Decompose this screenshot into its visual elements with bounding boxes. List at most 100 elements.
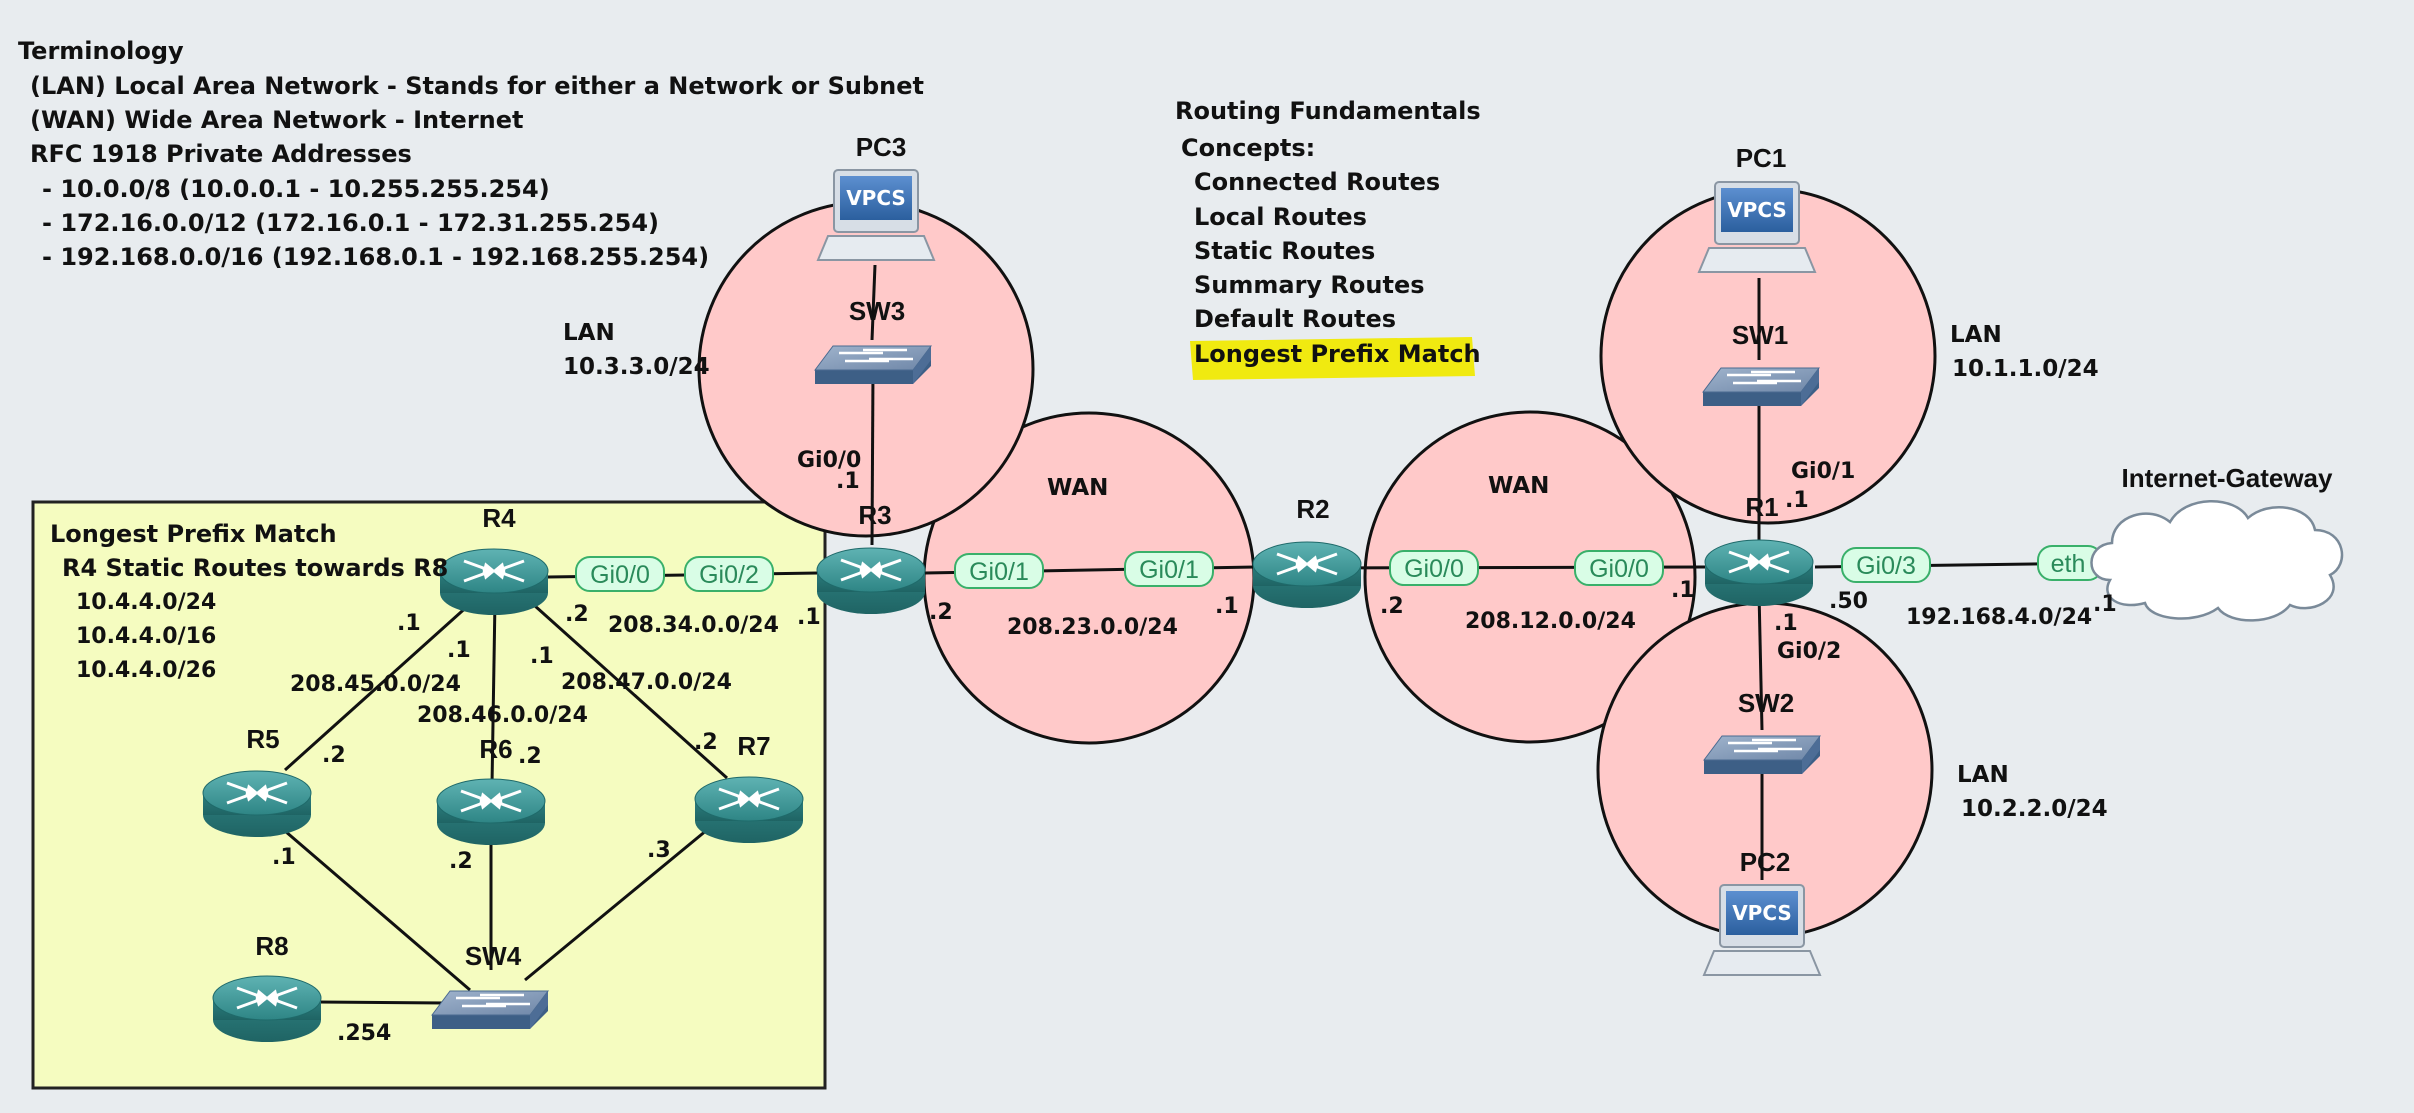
- svg-text:VPCS: VPCS: [1727, 198, 1787, 222]
- iface-r1-gi03: Gi0/3: [1841, 547, 1931, 583]
- svg-text:VPCS: VPCS: [1732, 901, 1792, 925]
- label-pc1: PC1: [1736, 143, 1787, 173]
- routing-concept: Default Routes: [1194, 305, 1396, 333]
- net-208-47: 208.47.0.0/24: [561, 670, 732, 695]
- svg-text:Gi0/0: Gi0/0: [590, 561, 650, 589]
- link-r1-sw2: [1757, 591, 1764, 731]
- host-r3-gi01: .2: [929, 600, 953, 625]
- label-r7: R7: [737, 731, 770, 761]
- iface-r1-gi01-text: Gi0/1: [1791, 459, 1855, 484]
- terminology-line: - 172.16.0.0/12 (172.16.0.1 - 172.31.255…: [42, 209, 659, 237]
- pc3-vpcs-icon[interactable]: VPCS: [816, 169, 936, 261]
- net-208-45: 208.45.0.0/24: [290, 672, 461, 697]
- lan1-subnet: 10.1.1.0/24: [1952, 356, 2099, 382]
- routing-concepts-label: Concepts:: [1181, 134, 1315, 162]
- net-208-12: 208.12.0.0/24: [1465, 609, 1636, 634]
- label-r4: R4: [482, 503, 516, 533]
- link-r4-r7: [523, 595, 729, 780]
- net-208-46: 208.46.0.0/24: [417, 703, 588, 728]
- host-r1-bottom: .1: [1774, 611, 1798, 636]
- router-r7-icon[interactable]: [693, 775, 805, 845]
- label-sw4: SW4: [465, 941, 522, 971]
- pc2-vpcs-icon[interactable]: VPCS: [1702, 884, 1822, 976]
- routing-concept: Static Routes: [1194, 237, 1375, 265]
- terminology-line: - 10.0.0/8 (10.0.0.1 - 10.255.255.254): [42, 175, 550, 203]
- label-sw2: SW2: [1738, 688, 1794, 718]
- router-r8-icon[interactable]: [211, 974, 323, 1044]
- terminology-line: - 192.168.0.0/16 (192.168.0.1 - 192.168.…: [42, 243, 709, 271]
- link-r4-r5: [283, 593, 482, 772]
- switch-sw1-icon[interactable]: [1701, 366, 1821, 408]
- svg-text:Gi0/1: Gi0/1: [969, 558, 1029, 586]
- host-r6-sw4: .2: [449, 849, 473, 874]
- host-r7-sw4: .3: [647, 838, 671, 863]
- lpm-title: Longest Prefix Match: [50, 520, 337, 548]
- host-r6-r4: .2: [518, 744, 542, 769]
- routing-title: Routing Fundamentals: [1175, 97, 1481, 125]
- switch-sw2-icon[interactable]: [1702, 734, 1822, 776]
- router-r1-icon[interactable]: [1703, 538, 1815, 608]
- svg-text:Gi0/1: Gi0/1: [1139, 556, 1199, 584]
- svg-text:Gi0/0: Gi0/0: [1404, 555, 1464, 583]
- label-r1: R1: [1745, 492, 1778, 522]
- host-r3-gi02: .1: [797, 605, 821, 630]
- label-r5: R5: [246, 724, 279, 754]
- router-r5-icon[interactable]: [201, 769, 313, 839]
- link-sw3-r3: [870, 369, 875, 546]
- switch-sw4-icon[interactable]: [430, 989, 550, 1031]
- router-r2-icon[interactable]: [1251, 540, 1363, 610]
- iface-r1-gi02-text: Gi0/2: [1777, 639, 1841, 664]
- routing-fundamentals-note: Routing Fundamentals Concepts: Connected…: [1175, 97, 1481, 380]
- iface-r3-gi00-text: Gi0/0: [797, 448, 861, 473]
- link-r5-sw4: [277, 823, 471, 992]
- terminology-line: (LAN) Local Area Network - Stands for ei…: [30, 72, 924, 100]
- lpm-route: 10.4.4.0/26: [76, 658, 216, 683]
- svg-text:VPCS: VPCS: [846, 186, 906, 210]
- host-r1-left: .1: [1671, 578, 1695, 603]
- internet-gateway-cloud-icon[interactable]: [2090, 500, 2344, 622]
- label-internet-gateway: Internet-Gateway: [2122, 463, 2333, 493]
- host-r5-r4: .2: [322, 743, 346, 768]
- router-r3-icon[interactable]: [815, 546, 927, 616]
- label-pc2: PC2: [1740, 847, 1791, 877]
- lpm-note: Longest Prefix Match R4 Static Routes to…: [50, 520, 448, 683]
- wan-left-label: WAN: [1047, 475, 1108, 501]
- host-r2-left: .1: [1215, 594, 1239, 619]
- svg-text:eth: eth: [2051, 550, 2086, 578]
- svg-text:Gi0/0: Gi0/0: [1589, 555, 1649, 583]
- iface-r2-gi00: Gi0/0: [1389, 550, 1479, 586]
- label-r8: R8: [255, 931, 288, 961]
- switch-sw3-icon[interactable]: [813, 344, 933, 386]
- router-r6-icon[interactable]: [435, 777, 547, 847]
- lpm-route: 10.4.4.0/16: [76, 624, 216, 649]
- terminology-title: Terminology: [18, 37, 184, 65]
- host-r3-gi00: .1: [836, 469, 860, 494]
- net-192-168-4: 192.168.4.0/24: [1906, 605, 2092, 630]
- host-r8-sw4: .254: [337, 1021, 391, 1046]
- host-inet: .1: [2093, 592, 2117, 617]
- lan1-label: LAN: [1950, 322, 2002, 348]
- wan-right-label: WAN: [1488, 473, 1549, 499]
- router-r4-icon[interactable]: [438, 547, 550, 617]
- label-r6: R6: [479, 734, 512, 764]
- host-r4-right: .2: [565, 602, 589, 627]
- lan3-label: LAN: [563, 320, 615, 346]
- host-r4-r6: .1: [447, 638, 471, 663]
- label-sw3: SW3: [849, 296, 905, 326]
- host-r7-r4: .2: [694, 730, 718, 755]
- routing-concept-highlight: Longest Prefix Match: [1194, 340, 1481, 368]
- pc1-vpcs-icon[interactable]: VPCS: [1697, 181, 1817, 273]
- terminology-line: RFC 1918 Private Addresses: [30, 140, 412, 168]
- host-r5-sw4: .1: [272, 845, 296, 870]
- iface-r2-gi01: Gi0/1: [1124, 551, 1214, 587]
- iface-r4-gi00: Gi0/0: [575, 556, 665, 592]
- iface-r1-gi00: Gi0/0: [1574, 550, 1664, 586]
- lpm-box: [31, 500, 827, 1090]
- host-r4-r7: .1: [530, 644, 554, 669]
- link-r4-r6: [490, 599, 497, 786]
- link-r8-sw4: [317, 1000, 446, 1005]
- link-r7-sw4: [524, 823, 714, 982]
- wan-zone-right: [1363, 410, 1697, 744]
- label-r2: R2: [1296, 494, 1329, 524]
- routing-concept: Summary Routes: [1194, 271, 1425, 299]
